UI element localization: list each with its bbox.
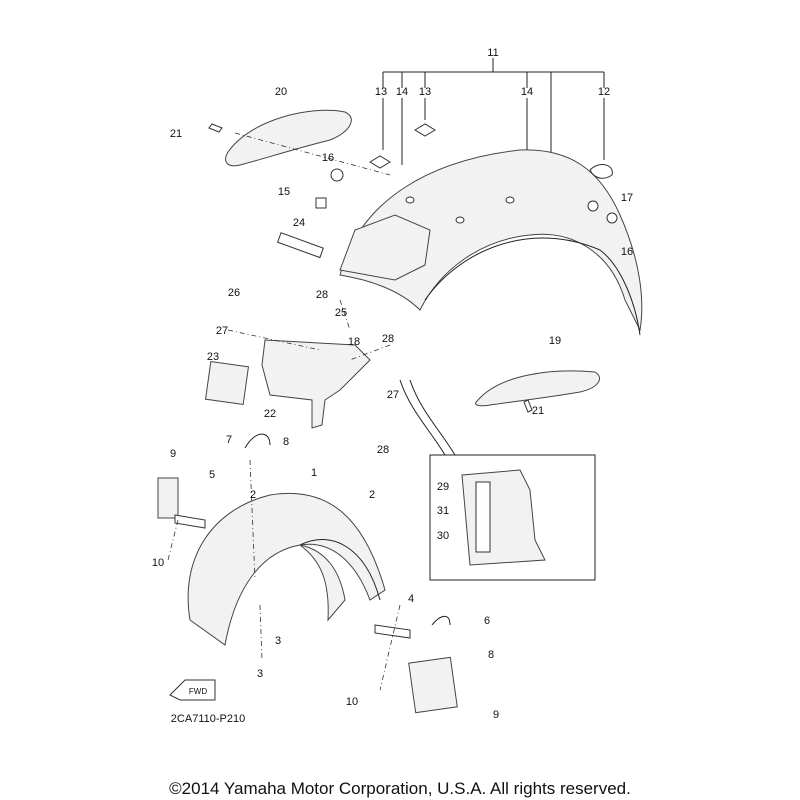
callout-label: 13 xyxy=(375,86,387,98)
front-fender xyxy=(187,492,386,646)
callout-label: 28 xyxy=(316,289,328,301)
callout-label: 31 xyxy=(437,505,449,517)
callout-label: 21 xyxy=(170,128,182,140)
callout-label: 11 xyxy=(487,47,498,59)
callout-label: 28 xyxy=(377,444,389,456)
callout-label: 8 xyxy=(283,436,289,448)
side-cover-19 xyxy=(475,370,600,407)
bracket-4 xyxy=(374,624,411,639)
clip-15 xyxy=(315,197,327,209)
detail-inset xyxy=(399,379,596,581)
callout-label: 9 xyxy=(493,709,499,721)
reflector-9-top xyxy=(157,477,179,519)
grommet-16-left xyxy=(330,168,344,182)
callout-label: 9 xyxy=(170,448,176,460)
callout-label: 27 xyxy=(216,325,228,337)
license-bracket-22 xyxy=(261,339,371,429)
callout-bracket-11 xyxy=(382,58,605,205)
callout-label: 18 xyxy=(348,336,360,348)
callout-label: 17 xyxy=(621,192,633,204)
fwd-badge: FWD xyxy=(189,687,207,696)
plate-24 xyxy=(276,232,324,259)
callout-label: 8 xyxy=(488,649,494,661)
callout-label: 13 xyxy=(419,86,431,98)
rear-fender xyxy=(339,149,643,336)
grommet-17 xyxy=(587,200,599,212)
callout-label: 2 xyxy=(250,489,256,501)
callout-label: 6 xyxy=(484,615,490,627)
decal-13-right xyxy=(414,123,436,137)
callout-label: 3 xyxy=(275,635,281,647)
fwd-arrow-icon xyxy=(169,679,216,701)
callout-label: 12 xyxy=(598,86,610,98)
part-code: 2CA7110-P210 xyxy=(171,713,245,725)
callout-label: 5 xyxy=(209,469,215,481)
callout-label: 10 xyxy=(346,696,358,708)
callout-label: 4 xyxy=(408,593,414,605)
callout-label: 21 xyxy=(532,405,544,417)
copyright-text: ©2014 Yamaha Motor Corporation, U.S.A. A… xyxy=(169,779,631,798)
bracket-5 xyxy=(174,514,206,529)
bolt-21-top xyxy=(208,123,223,133)
callout-label: 22 xyxy=(264,408,276,420)
reflector-9-bottom xyxy=(408,656,458,714)
callout-label: 15 xyxy=(278,186,290,198)
callout-label: 29 xyxy=(437,481,449,493)
callout-label: 10 xyxy=(152,557,164,569)
grommet-16 xyxy=(606,212,618,224)
callout-label: 2 xyxy=(369,489,375,501)
callout-label: 14 xyxy=(396,86,408,98)
callout-label: 27 xyxy=(387,389,399,401)
reflector-23 xyxy=(204,360,250,406)
side-cover-20 xyxy=(225,109,352,167)
callout-label: 23 xyxy=(207,351,219,363)
callout-label: 30 xyxy=(437,530,449,542)
callout-label: 3 xyxy=(257,668,263,680)
callout-label: 14 xyxy=(521,86,533,98)
callout-label: 26 xyxy=(228,287,240,299)
callout-label: 19 xyxy=(549,335,561,347)
callout-label: 28 xyxy=(382,333,394,345)
emblem-12 xyxy=(589,164,613,179)
callout-label: 16 xyxy=(322,152,334,164)
bolt-21-bottom xyxy=(523,399,533,413)
callout-label: 1 xyxy=(311,467,317,479)
callout-label: 25 xyxy=(335,307,347,319)
callout-label: 20 xyxy=(275,86,287,98)
callout-label: 16 xyxy=(621,246,633,258)
callout-label: 24 xyxy=(293,217,305,229)
decal-13-left xyxy=(369,155,391,169)
callout-label: 7 xyxy=(226,434,232,446)
